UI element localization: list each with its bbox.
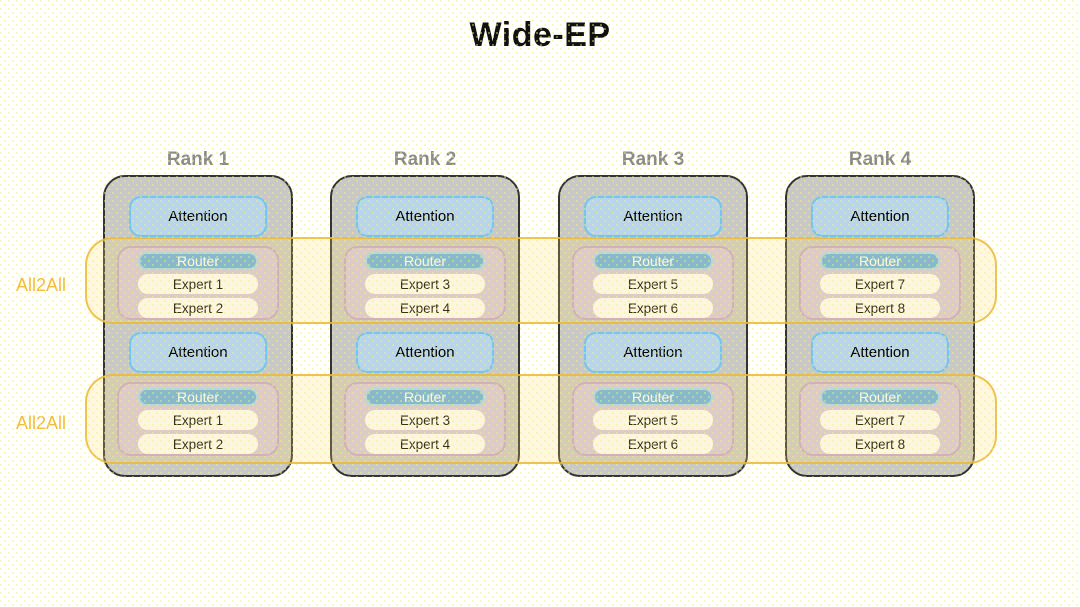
- rank-label: Rank 3: [621, 149, 685, 170]
- attention-block: Attention: [356, 332, 494, 373]
- expert-pill: Expert 4: [365, 434, 485, 454]
- router-pill: Router: [365, 388, 485, 406]
- rank-label: Rank 4: [848, 149, 912, 170]
- attention-block: Attention: [356, 196, 494, 237]
- rank-column: Rank 4 Attention Router Expert 7 Expert …: [785, 149, 975, 477]
- router-pill: Router: [820, 388, 940, 406]
- moe-group: Router Expert 5 Expert 6: [572, 246, 734, 320]
- all2all-label: All2All: [15, 275, 67, 295]
- rank-label: Rank 2: [393, 149, 457, 170]
- expert-pill: Expert 6: [593, 298, 713, 318]
- attention-block: Attention: [584, 332, 722, 373]
- moe-group: Router Expert 7 Expert 8: [799, 382, 961, 456]
- expert-pill: Expert 7: [820, 274, 940, 294]
- moe-group: Router Expert 1 Expert 2: [117, 246, 279, 320]
- expert-pill: Expert 8: [820, 434, 940, 454]
- attention-block: Attention: [811, 196, 949, 237]
- router-pill: Router: [365, 252, 485, 270]
- rank-column: Rank 3 Attention Router Expert 5 Expert …: [558, 149, 748, 477]
- expert-pill: Expert 1: [138, 274, 258, 294]
- moe-group: Router Expert 3 Expert 4: [344, 246, 506, 320]
- moe-group: Router Expert 7 Expert 8: [799, 246, 961, 320]
- attention-block: Attention: [811, 332, 949, 373]
- expert-pill: Expert 8: [820, 298, 940, 318]
- all2all-label: All2All: [15, 413, 67, 433]
- expert-pill: Expert 1: [138, 410, 258, 430]
- expert-pill: Expert 5: [593, 274, 713, 294]
- router-pill: Router: [593, 252, 713, 270]
- rank-box: Attention Router Expert 3 Expert 4 Atten…: [330, 175, 520, 477]
- moe-group: Router Expert 5 Expert 6: [572, 382, 734, 456]
- diagram-title: Wide-EP: [469, 16, 611, 54]
- router-pill: Router: [138, 388, 258, 406]
- rank-box: Attention Router Expert 1 Expert 2 Atten…: [103, 175, 293, 477]
- expert-pill: Expert 3: [365, 274, 485, 294]
- expert-pill: Expert 5: [593, 410, 713, 430]
- rank-column: Rank 2 Attention Router Expert 3 Expert …: [330, 149, 520, 477]
- expert-pill: Expert 6: [593, 434, 713, 454]
- router-pill: Router: [593, 388, 713, 406]
- expert-pill: Expert 4: [365, 298, 485, 318]
- expert-pill: Expert 3: [365, 410, 485, 430]
- attention-block: Attention: [129, 332, 267, 373]
- rank-box: Attention Router Expert 7 Expert 8 Atten…: [785, 175, 975, 477]
- moe-group: Router Expert 3 Expert 4: [344, 382, 506, 456]
- expert-pill: Expert 2: [138, 298, 258, 318]
- rank-box: Attention Router Expert 5 Expert 6 Atten…: [558, 175, 748, 477]
- expert-pill: Expert 7: [820, 410, 940, 430]
- rank-column: Rank 1 Attention Router Expert 1 Expert …: [103, 149, 293, 477]
- expert-pill: Expert 2: [138, 434, 258, 454]
- attention-block: Attention: [129, 196, 267, 237]
- router-pill: Router: [138, 252, 258, 270]
- router-pill: Router: [820, 252, 940, 270]
- rank-label: Rank 1: [166, 149, 230, 170]
- moe-group: Router Expert 1 Expert 2: [117, 382, 279, 456]
- attention-block: Attention: [584, 196, 722, 237]
